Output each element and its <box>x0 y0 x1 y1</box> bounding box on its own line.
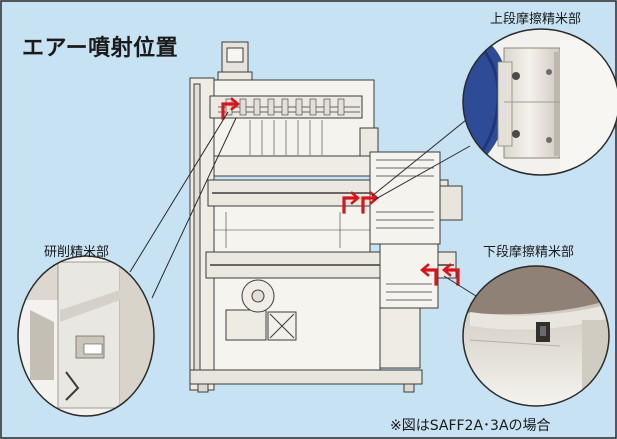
detail-upper-friction <box>462 28 617 176</box>
label-lower-friction: 下段摩擦精米部 <box>483 245 575 260</box>
detail-lower-friction <box>462 265 610 407</box>
leader-line-lower <box>443 275 477 297</box>
air-jet-arrow-lower-2 <box>441 263 460 286</box>
leader-line-cut-2 <box>151 117 237 299</box>
leader-lines <box>129 111 477 299</box>
leader-line-upper <box>371 119 467 197</box>
label-upper-friction: 上段摩擦精米部 <box>490 12 582 27</box>
leader-line-cut <box>129 111 229 273</box>
air-jet-arrow-lower-1 <box>419 263 438 286</box>
air-jet-arrows <box>221 97 460 286</box>
air-jet-arrow-upper <box>221 97 241 120</box>
label-cutting: 研削精米部 <box>44 245 110 260</box>
rice-polishing-machine <box>189 41 463 393</box>
leader-line-upper-2 <box>373 145 471 201</box>
footnote: ※図はSAFF2A･3Aの場合 <box>390 418 551 434</box>
air-jet-arrow-middle-1 <box>342 191 361 214</box>
detail-cutting <box>17 255 155 417</box>
diagram-title: エアー噴射位置 <box>22 36 179 61</box>
